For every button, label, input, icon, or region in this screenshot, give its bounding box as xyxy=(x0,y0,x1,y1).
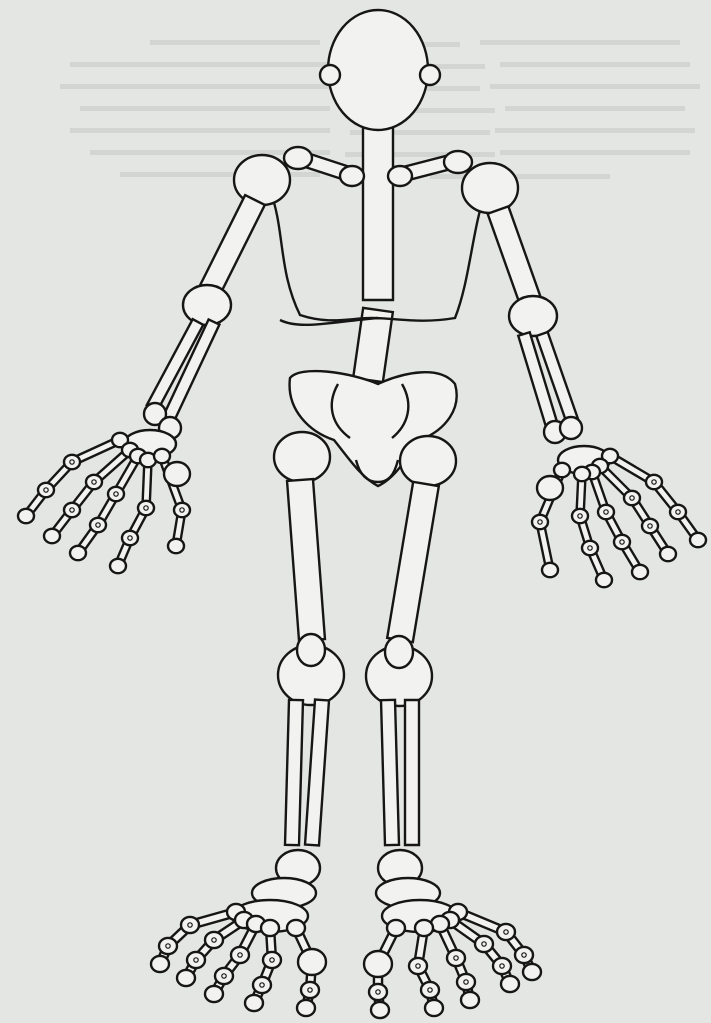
right-middle-finger-joint-dot-1 xyxy=(604,510,608,514)
right-toe-3-joint-dot-2 xyxy=(464,980,468,984)
right-wrist-bone-b xyxy=(560,417,582,439)
left-ring-finger-joint-dot-1 xyxy=(92,480,96,484)
right-ring-finger-joint-3 xyxy=(660,547,676,561)
left-index-finger-joint-dot-1 xyxy=(144,506,148,510)
left-toe-3-joint-dot-1 xyxy=(238,953,242,957)
left-toe-4-joint-3 xyxy=(177,970,195,986)
left-ring-finger-joint-3 xyxy=(44,529,60,543)
left-toe-5-joint-dot-1 xyxy=(188,923,192,927)
left-patella xyxy=(297,634,325,666)
left-femur xyxy=(287,479,325,641)
right-toe-5-joint-dot-2 xyxy=(522,953,526,957)
left-ring-finger-joint-dot-2 xyxy=(70,508,74,512)
right-toe-2-joint-dot-2 xyxy=(428,988,432,992)
right-femur xyxy=(387,482,439,642)
left-toe-5-joint-3 xyxy=(151,956,169,972)
left-index-finger-joint-3 xyxy=(110,559,126,573)
left-middle-finger-joint-3 xyxy=(70,546,86,560)
left-toe-4-joint-dot-1 xyxy=(212,938,216,942)
left-toe-3-joint-3 xyxy=(205,986,223,1002)
right-index-finger-joint-3 xyxy=(596,573,612,587)
right-sternoclavicular-joint xyxy=(388,166,412,186)
right-index-finger-joint-0 xyxy=(574,467,590,481)
left-tibia xyxy=(305,700,329,846)
left-fibula xyxy=(285,700,303,845)
right-patella xyxy=(385,636,413,668)
left-big-toe-joint-0 xyxy=(287,920,305,936)
right-toe-5-joint-dot-1 xyxy=(504,930,508,934)
skull xyxy=(328,10,428,130)
right-toe-3-joint-dot-1 xyxy=(454,956,458,960)
right-shoulder xyxy=(462,163,518,213)
right-ring-finger-joint-dot-2 xyxy=(648,524,652,528)
left-humerus xyxy=(200,195,265,295)
right-thumb-joint-0 xyxy=(554,463,570,477)
left-elbow xyxy=(183,285,231,325)
right-elbow xyxy=(509,296,557,336)
right-toe-2-joint-3 xyxy=(425,1000,443,1016)
left-shoulder xyxy=(234,155,290,205)
right-toe-4-joint-3 xyxy=(501,976,519,992)
left-thumb-joint-2 xyxy=(168,539,184,553)
right-big-toe-joint xyxy=(364,951,392,977)
left-big-toe-joint-dot-2 xyxy=(308,988,312,992)
left-toe-4-joint-dot-2 xyxy=(194,958,198,962)
right-big-toe-joint-dot-2 xyxy=(376,990,380,994)
right-thumb-joint xyxy=(537,476,563,500)
hip-left xyxy=(274,432,330,482)
left-middle-finger-joint-dot-2 xyxy=(96,523,100,527)
right-index-finger-joint-dot-2 xyxy=(588,546,592,550)
left-thumb-joint-dot-1 xyxy=(180,508,184,512)
left-toe-2-joint-dot-1 xyxy=(270,958,274,962)
right-acromion xyxy=(444,151,472,173)
left-little-finger-joint-dot-1 xyxy=(70,460,74,464)
right-tibia xyxy=(381,700,399,845)
left-index-finger-joint-dot-2 xyxy=(128,536,132,540)
left-big-toe-joint xyxy=(298,949,326,975)
right-humerus xyxy=(488,206,541,303)
spine-upper xyxy=(363,118,393,300)
right-little-finger-joint-dot-1 xyxy=(652,480,656,484)
right-fibula xyxy=(405,700,419,845)
right-little-finger-joint-3 xyxy=(690,533,706,547)
left-big-toe-joint-3 xyxy=(297,1000,315,1016)
right-middle-finger-joint-3 xyxy=(632,565,648,579)
left-sternoclavicular-joint xyxy=(340,166,364,186)
right-toe-5-joint-3 xyxy=(523,964,541,980)
right-toe-4-joint-dot-1 xyxy=(482,942,486,946)
left-toe-2-joint-0 xyxy=(261,920,279,936)
right-little-finger-joint-dot-2 xyxy=(676,510,680,514)
right-big-toe-joint-3 xyxy=(371,1002,389,1018)
left-toe-2-joint-dot-2 xyxy=(260,983,264,987)
right-ring-finger-joint-dot-1 xyxy=(630,496,634,500)
hip-right xyxy=(400,436,456,486)
left-little-finger-joint-3 xyxy=(18,509,34,523)
left-middle-finger-joint-dot-1 xyxy=(114,492,118,496)
right-thumb-joint-2 xyxy=(542,563,558,577)
right-toe-2-joint-dot-1 xyxy=(416,964,420,968)
right-toe-3-joint-3 xyxy=(461,992,479,1008)
left-thumb-joint-0 xyxy=(154,449,170,463)
left-toe-5-joint-dot-2 xyxy=(166,944,170,948)
right-index-finger-joint-dot-1 xyxy=(578,514,582,518)
right-ear xyxy=(420,65,440,85)
left-thumb-joint xyxy=(164,462,190,486)
right-middle-finger-joint-dot-2 xyxy=(620,540,624,544)
left-little-finger-joint-dot-2 xyxy=(44,488,48,492)
left-acromion xyxy=(284,147,312,169)
right-toe-4-joint-dot-2 xyxy=(500,964,504,968)
left-toe-2-joint-3 xyxy=(245,995,263,1011)
left-toe-3-joint-dot-2 xyxy=(222,974,226,978)
right-toe-2-joint-0 xyxy=(415,920,433,936)
right-big-toe-joint-0 xyxy=(387,920,405,936)
left-ear xyxy=(320,65,340,85)
right-thumb-joint-dot-1 xyxy=(538,520,542,524)
